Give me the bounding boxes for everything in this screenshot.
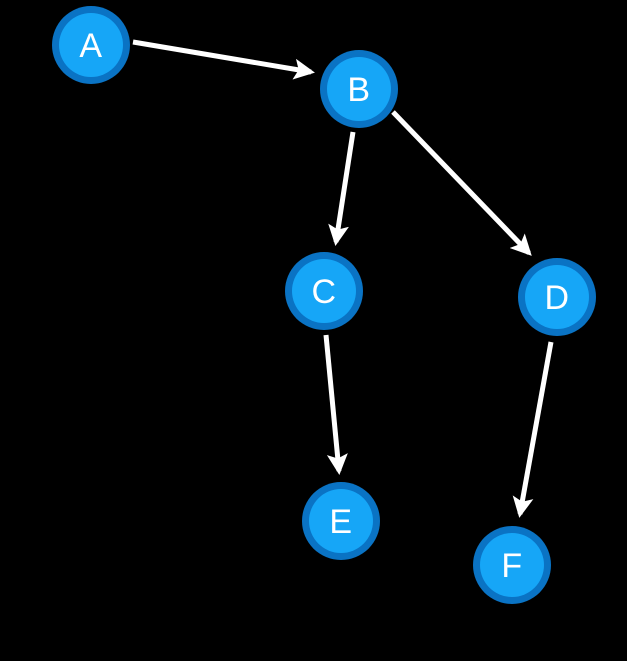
edge-d-f xyxy=(512,341,554,518)
node-a-label: A xyxy=(79,27,102,65)
node-e-label: E xyxy=(329,503,352,541)
graph-node-b[interactable]: B xyxy=(320,50,398,128)
node-b-fill xyxy=(327,57,391,121)
edge-b-d xyxy=(391,110,532,256)
nodes-layer: A B C D E xyxy=(52,6,596,604)
edges-layer xyxy=(132,39,554,518)
node-d-fill xyxy=(525,265,589,329)
node-c-label: C xyxy=(311,273,336,311)
node-b-label: B xyxy=(347,71,370,109)
graph-node-f[interactable]: F xyxy=(473,526,551,604)
edge-b-c xyxy=(328,131,356,246)
node-f-label: F xyxy=(501,547,522,585)
graph-node-d[interactable]: D xyxy=(518,258,596,336)
graph-node-e[interactable]: E xyxy=(302,482,380,560)
edge-a-b xyxy=(132,39,315,80)
node-a-fill xyxy=(59,13,123,77)
node-e-fill xyxy=(309,489,373,553)
node-f-fill xyxy=(480,533,544,597)
edge-c-e xyxy=(323,334,348,475)
graph-node-a[interactable]: A xyxy=(52,6,130,84)
node-c-fill xyxy=(292,259,356,323)
graph-node-c[interactable]: C xyxy=(285,252,363,330)
node-d-label: D xyxy=(544,279,569,317)
